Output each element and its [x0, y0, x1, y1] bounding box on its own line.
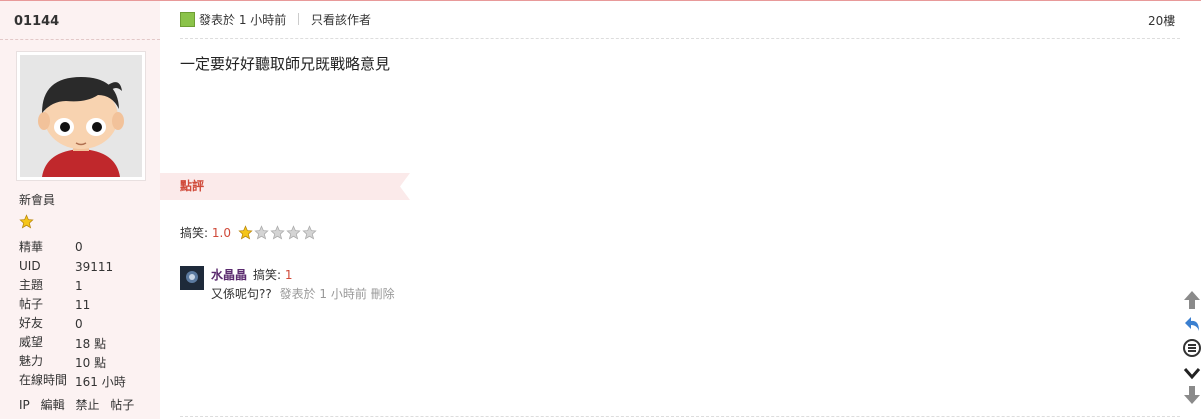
post-time: 1 小時前	[238, 13, 287, 27]
author-username[interactable]: 01144	[14, 14, 60, 29]
author-sidebar: 01144 新會員 精	[0, 1, 160, 419]
chevron-down-icon[interactable]	[1183, 363, 1201, 383]
star-filled-icon	[238, 225, 253, 240]
avatar-image	[20, 55, 142, 177]
quick-reply-icon[interactable]	[1183, 337, 1201, 357]
star-empty-icon	[270, 225, 285, 240]
rank-star-icon	[19, 214, 34, 232]
comment-avatar[interactable]	[180, 266, 204, 290]
stat-label-prestige: 威望	[19, 335, 44, 349]
arrow-down-icon[interactable]	[1183, 385, 1201, 405]
comment-username[interactable]: 水晶晶	[211, 268, 248, 282]
admin-ban-link[interactable]: 禁止	[75, 398, 100, 412]
admin-posts-link[interactable]: 帖子	[110, 398, 135, 412]
user-online-icon	[180, 12, 195, 27]
posted-prefix: 發表於	[199, 13, 236, 27]
comment-text: 又係呢句??	[211, 287, 272, 301]
floor-number[interactable]: 20樓	[1148, 14, 1176, 28]
stat-value-digest[interactable]: 0	[75, 240, 83, 254]
stat-label-threads: 主題	[19, 278, 44, 292]
comment-body: 又係呢句?? 發表於 1 小時前 刪除	[211, 285, 395, 302]
stat-value-friends[interactable]: 0	[75, 317, 83, 331]
header-pipe	[298, 13, 300, 25]
admin-links: IP 編輯 禁止 帖子	[19, 396, 141, 413]
bottom-divider	[180, 416, 1180, 417]
arrow-up-icon[interactable]	[1183, 290, 1201, 310]
sidebar-divider	[0, 39, 160, 40]
stat-label-charm: 魅力	[19, 354, 44, 368]
user-rank: 新會員	[19, 193, 56, 207]
stat-value-posts[interactable]: 11	[75, 298, 91, 312]
post-divider	[180, 38, 1180, 39]
stat-value-threads[interactable]: 1	[75, 279, 83, 293]
comment-delete-link[interactable]: 刪除	[370, 287, 395, 301]
star-empty-icon	[286, 225, 301, 240]
rating-label: 搞笑:	[180, 226, 209, 240]
comment-meta: 發表於 1 小時前	[279, 287, 367, 301]
admin-ip-link[interactable]: IP	[19, 398, 30, 412]
stat-value-prestige: 18 點	[75, 337, 107, 351]
rating-score-line: 搞笑: 1.0	[180, 225, 318, 241]
stat-value-online-time: 161 小時	[75, 375, 126, 389]
post-header: 發表於 1 小時前 只看該作者	[180, 11, 371, 29]
stat-label-uid: UID	[19, 259, 41, 273]
post-content: 一定要好好聽取師兄既戰略意見	[180, 55, 391, 73]
comment-score-label: 搞笑:	[253, 268, 282, 282]
star-empty-icon	[302, 225, 317, 240]
stat-label-friends: 好友	[19, 316, 44, 330]
rating-title: 點評	[180, 179, 205, 193]
rating-banner	[160, 173, 410, 200]
author-avatar[interactable]	[16, 51, 146, 181]
comment-score: 1	[284, 268, 293, 282]
rating-stars	[238, 225, 318, 240]
top-border	[0, 0, 1201, 1]
admin-edit-link[interactable]: 編輯	[40, 398, 65, 412]
rating-value: 1.0	[211, 226, 231, 240]
stat-value-uid[interactable]: 39111	[75, 260, 114, 274]
only-author-link[interactable]: 只看該作者	[310, 13, 371, 27]
stat-label-online-time: 在線時間	[19, 373, 68, 387]
reply-icon[interactable]	[1183, 314, 1201, 334]
star-empty-icon	[254, 225, 269, 240]
comment-header: 水晶晶搞笑: 1	[211, 266, 293, 283]
stat-label-posts: 帖子	[19, 297, 44, 311]
stat-value-charm: 10 點	[75, 356, 107, 370]
stat-label-digest: 精華	[19, 240, 44, 254]
